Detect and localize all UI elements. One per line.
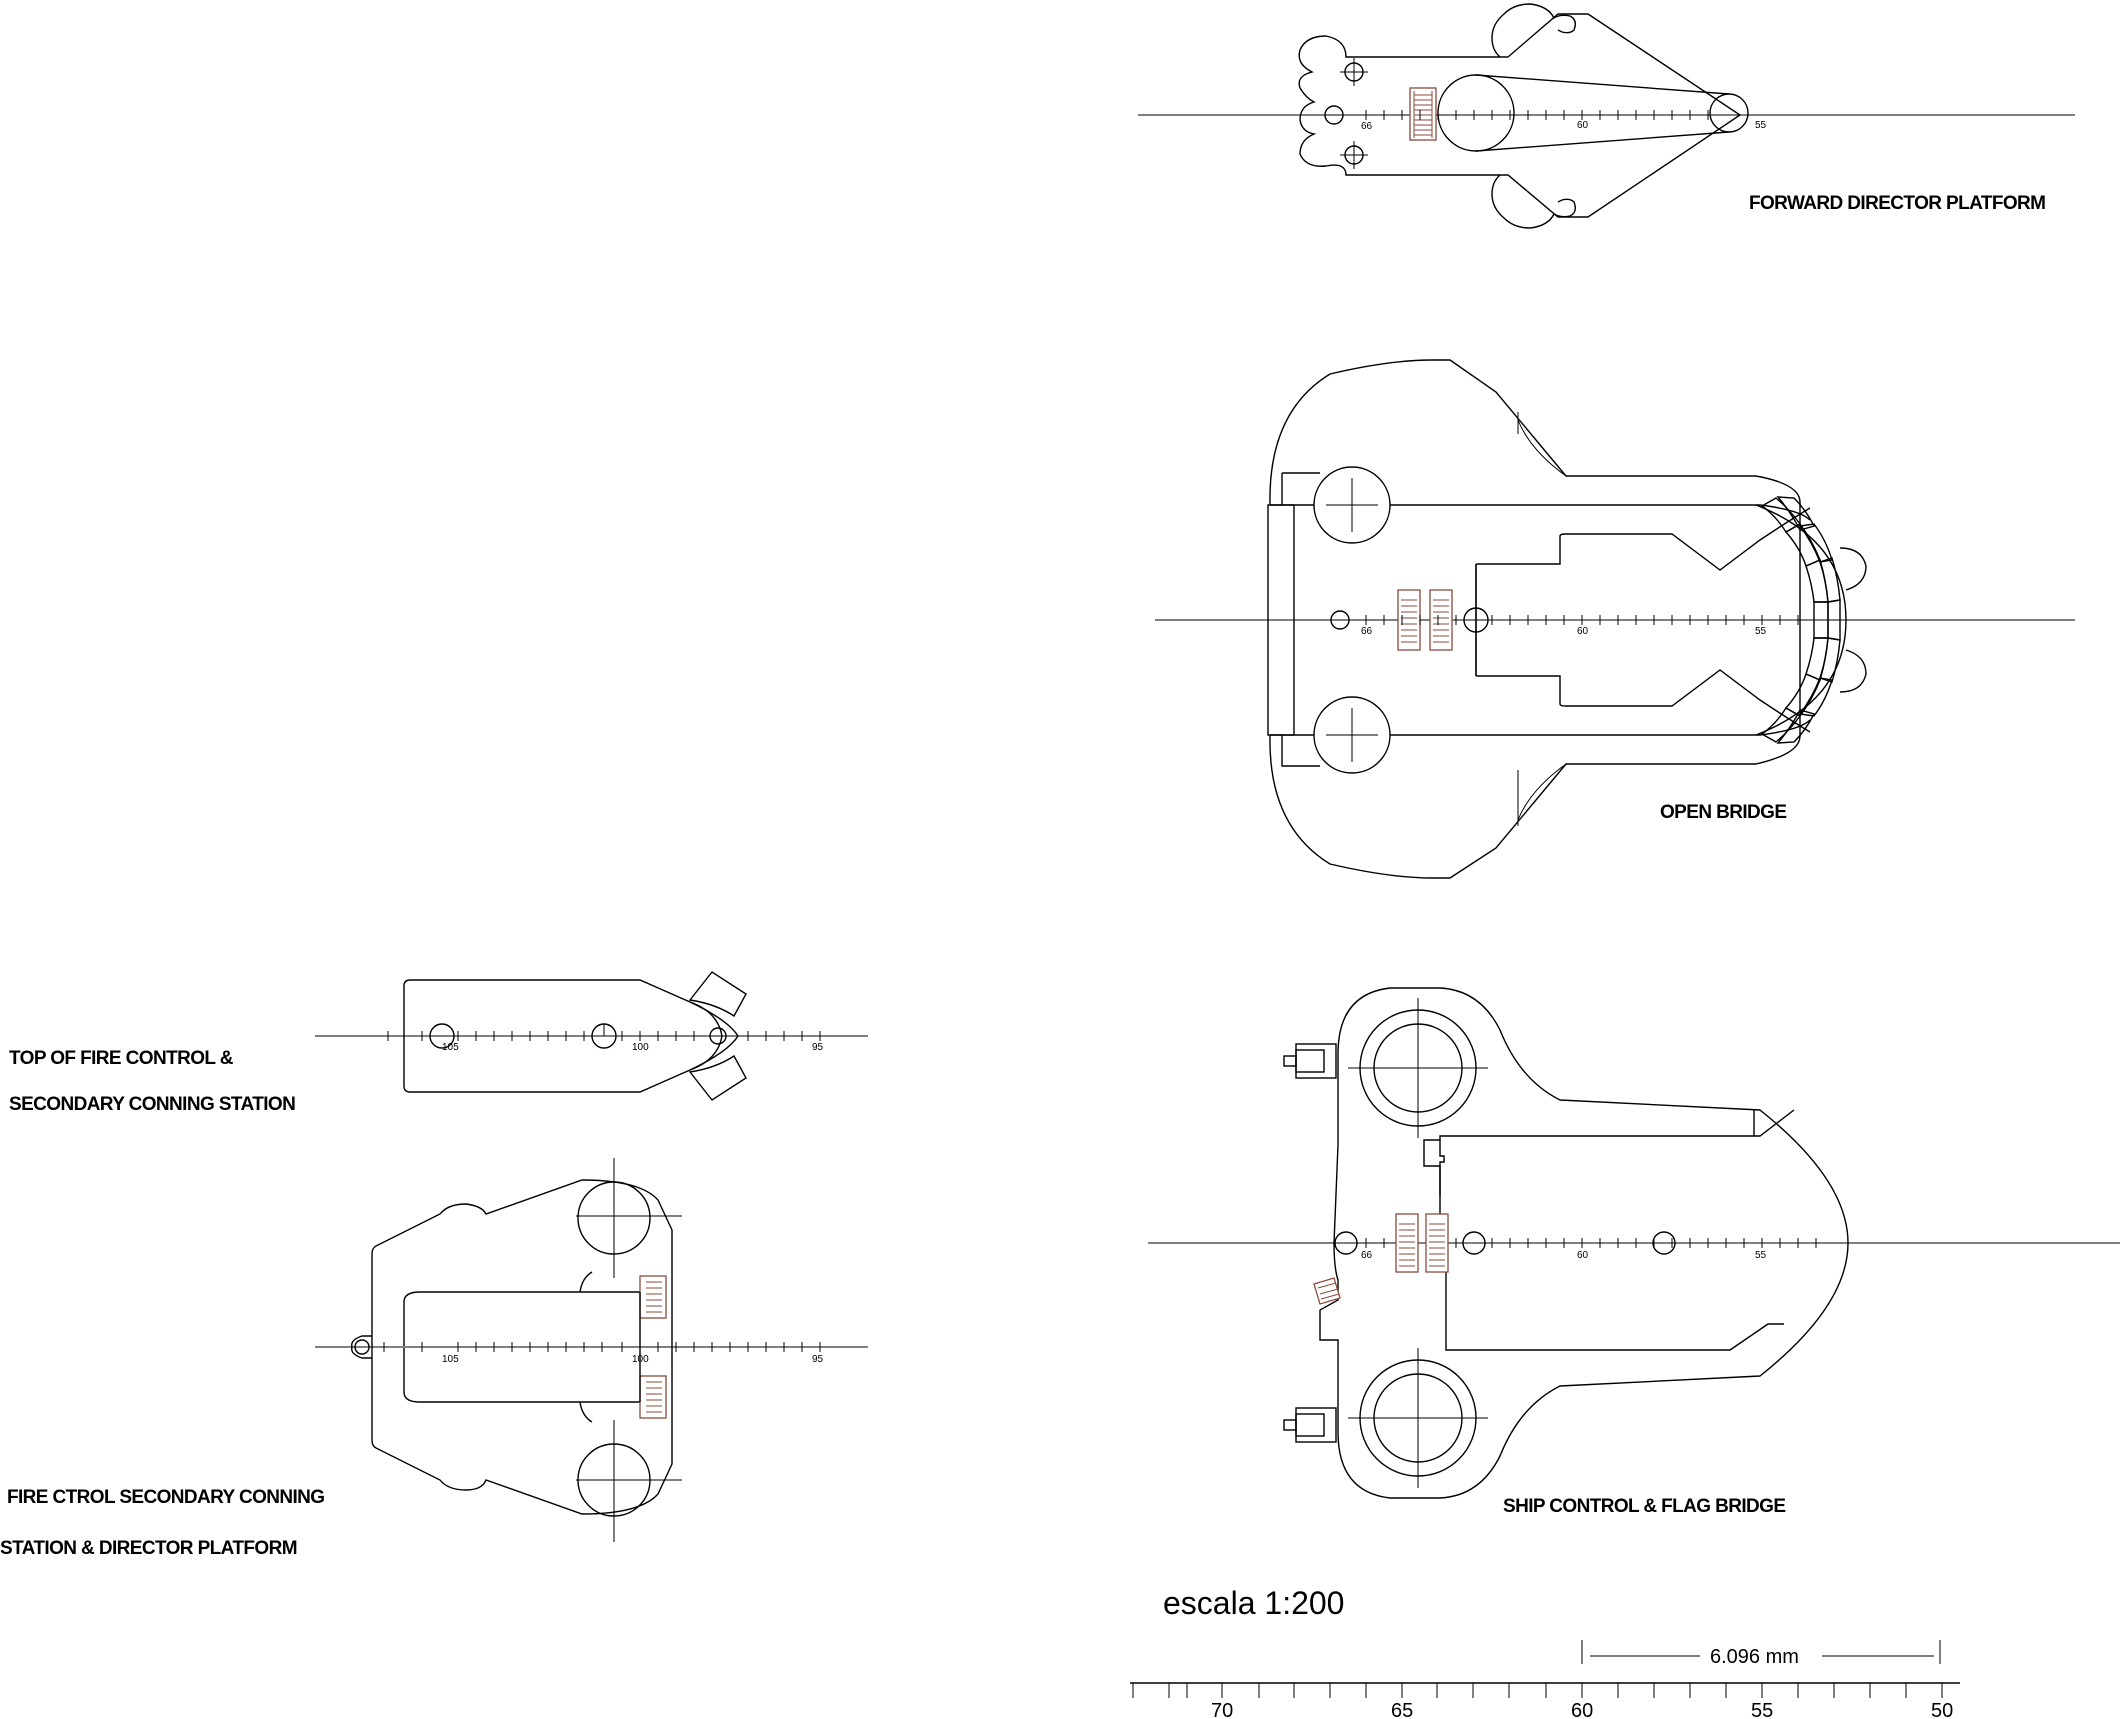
frame-label-66: 66 [1361,626,1373,637]
scale-label-55: 55 [1751,1700,1773,1719]
stair-treads [1413,91,1433,138]
scale-label-70: 70 [1211,1700,1233,1719]
scale-title: escala 1:200 [1163,1585,1344,1621]
frame-label-100: 100 [632,1354,649,1365]
frame-label-100: 100 [632,1042,649,1053]
fire-ctrol-director-platform-plan: 105 100 95 FIRE CTROL SECONDARY CONNING … [0,1158,868,1559]
open-bridge-label: OPEN BRIDGE [1660,802,1786,823]
frame-label-60: 60 [1577,1250,1589,1261]
frame-ticks [1365,615,1799,625]
ship-control-flag-bridge-plan: 66 60 55 SHIP CONTROL & FLAG BRIDGE [1148,987,2120,1517]
frame-label-105: 105 [442,1042,459,1053]
stair-treads [646,1281,662,1413]
frame-label-60: 60 [1577,626,1589,637]
forward-director-label: FORWARD DIRECTOR PLATFORM [1749,193,2045,214]
frame-ticks [387,1031,821,1041]
top-fire-control-label-line2: SECONDARY CONNING STATION [9,1094,295,1115]
frame-label-55: 55 [1755,1250,1767,1261]
scale-label-50: 50 [1931,1700,1953,1719]
scale-label-60: 60 [1571,1700,1593,1719]
frame-ticks [383,1342,821,1352]
frame-label-95: 95 [812,1354,824,1365]
top-fire-control-plan: 105 100 95 TOP OF FIRE CONTROL & SECONDA… [9,971,868,1115]
forward-director-platform-plan: 66 60 55 FORWARD DIRECTOR PLATFORM [1138,3,2075,229]
frame-label-105: 105 [442,1354,459,1365]
scale-label-65: 65 [1391,1700,1413,1719]
scale-dimension: 6.096 mm [1710,1646,1799,1668]
frame-label-60: 60 [1577,120,1589,131]
ship-control-label: SHIP CONTROL & FLAG BRIDGE [1503,1496,1785,1517]
frame-label-55: 55 [1755,120,1767,131]
top-fire-control-label-line1: TOP OF FIRE CONTROL & [9,1048,234,1069]
frame-label-95: 95 [812,1042,824,1053]
fire-ctrol-label-line2: STATION & DIRECTOR PLATFORM [0,1538,297,1559]
frame-ticks [1365,110,1709,120]
stair-treads [1401,599,1449,643]
windscreen-segments [1760,496,1841,744]
frame-label-66: 66 [1361,121,1373,132]
fire-ctrol-label-line1: FIRE CTROL SECONDARY CONNING [7,1487,324,1508]
open-bridge-plan: 66 60 55 OPEN BRIDGE [1155,359,2075,879]
frame-ticks [1365,1238,1817,1248]
ruler-ticks [1132,1683,1943,1698]
frame-label-55: 55 [1755,626,1767,637]
scale-bar: escala 1:200 6.096 mm [1130,1585,1960,1719]
frame-label-66: 66 [1361,1250,1373,1261]
stair-treads [1399,1223,1445,1267]
